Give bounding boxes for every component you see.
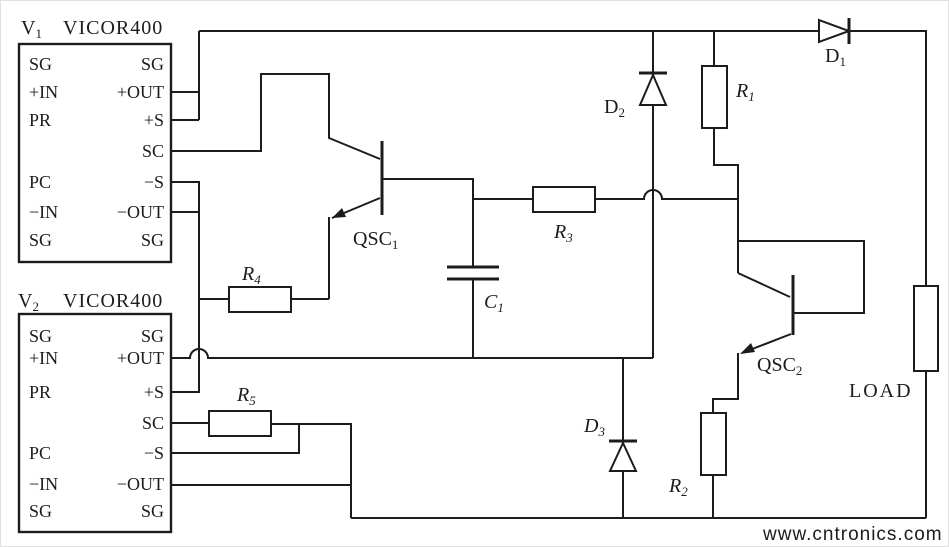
qsc2-emitter-arrow-icon: [740, 343, 755, 354]
watermark-text: www.cntronics.com: [762, 524, 943, 545]
qsc1-emitter-arrow-icon: [332, 208, 346, 218]
v2-pin-plus-out: +OUT: [117, 348, 164, 368]
v2-pin-minus-in: −IN: [29, 474, 58, 494]
label-load: LOAD: [849, 380, 913, 402]
v2-pin-plus-s: +S: [144, 382, 164, 402]
wire-v1-sc-to-qsc1-collector: [171, 73, 381, 160]
resistor-r5-body: [208, 410, 272, 437]
label-qsc2: QSC2: [757, 354, 802, 378]
wire-v1-pout-ps: [171, 31, 200, 121]
resistor-r3-body: [532, 186, 596, 213]
capacitor-c1-plates: [447, 265, 499, 281]
wire-v2-pout: [171, 348, 653, 359]
label-d2: D2: [604, 96, 625, 120]
label-qsc1: QSC1: [353, 228, 398, 252]
label-d1: D1: [825, 45, 846, 69]
v1-pin-sg-top-left: SG: [29, 54, 52, 74]
v1-pin-minus-in: −IN: [29, 202, 58, 222]
diode-d2-triangle: [638, 72, 668, 106]
v1-pin-sg-top-right: SG: [141, 54, 164, 74]
wire-qsc2-emitter-r2: [712, 353, 739, 413]
wire-v1-to-v2-ps: [171, 212, 200, 393]
v1-pin-sg-bot-left: SG: [29, 230, 52, 250]
label-r5: R5: [236, 384, 256, 408]
v2-pin-sg-top-right: SG: [141, 326, 164, 346]
resistor-r4-body: [228, 286, 292, 313]
v1-refdes: V1: [21, 17, 42, 41]
v2-pin-sg-bot-left: SG: [29, 501, 52, 521]
wire-v1-ns-nout-loop: [171, 181, 200, 213]
resistor-r2-body: [700, 412, 727, 476]
wire-qsc2-base-loop: [738, 240, 865, 314]
v2-pin-sc: SC: [142, 413, 164, 433]
label-r2: R2: [668, 475, 688, 499]
v1-pin-minus-out: −OUT: [117, 202, 164, 222]
v2-pin-minus-s: −S: [144, 443, 164, 463]
wire-qsc1-base-c1: [382, 178, 474, 266]
v2-pin-plus-in: +IN: [29, 348, 58, 368]
module-v1-box: [17, 42, 173, 264]
v2-refdes: V2: [18, 290, 39, 314]
wire-qsc2-collector: [737, 272, 791, 298]
v1-pin-plus-out: +OUT: [117, 82, 164, 102]
v2-pin-pc: PC: [29, 443, 51, 463]
v2-part-number: VICOR400: [63, 290, 163, 312]
v1-pin-plus-in: +IN: [29, 82, 58, 102]
v2-pin-minus-out: −OUT: [117, 474, 164, 494]
v2-pin-sg-top-left: SG: [29, 326, 52, 346]
wire-top-rail-right: [849, 30, 927, 286]
v1-pin-pr: PR: [29, 110, 51, 130]
v2-pin-pr: PR: [29, 382, 51, 402]
diode-d3-triangle: [608, 440, 638, 472]
v1-pin-sc: SC: [142, 141, 164, 161]
wire-v2-ns: [171, 424, 300, 454]
label-r1: R1: [735, 80, 755, 104]
v1-part-number: VICOR400: [63, 17, 163, 39]
wire-r3-right-lead-hop: [595, 189, 738, 200]
wire-r1-to-qsc2: [713, 128, 739, 273]
label-d3: D3: [583, 415, 605, 439]
label-r3: R3: [553, 221, 573, 245]
v1-pin-pc: PC: [29, 172, 51, 192]
label-c1: C1: [484, 291, 504, 315]
load-body: [913, 285, 939, 372]
module-v2-box: [17, 312, 173, 534]
v1-pin-sg-bot-right: SG: [141, 230, 164, 250]
v1-pin-minus-s: −S: [144, 172, 164, 192]
label-r4: R4: [241, 263, 261, 287]
v1-pin-plus-s: +S: [144, 110, 164, 130]
wire-r5-out: [271, 423, 352, 518]
v2-pin-sg-bot-right: SG: [141, 501, 164, 521]
diode-d1-triangle: [818, 18, 852, 44]
resistor-r1-body: [701, 65, 728, 129]
